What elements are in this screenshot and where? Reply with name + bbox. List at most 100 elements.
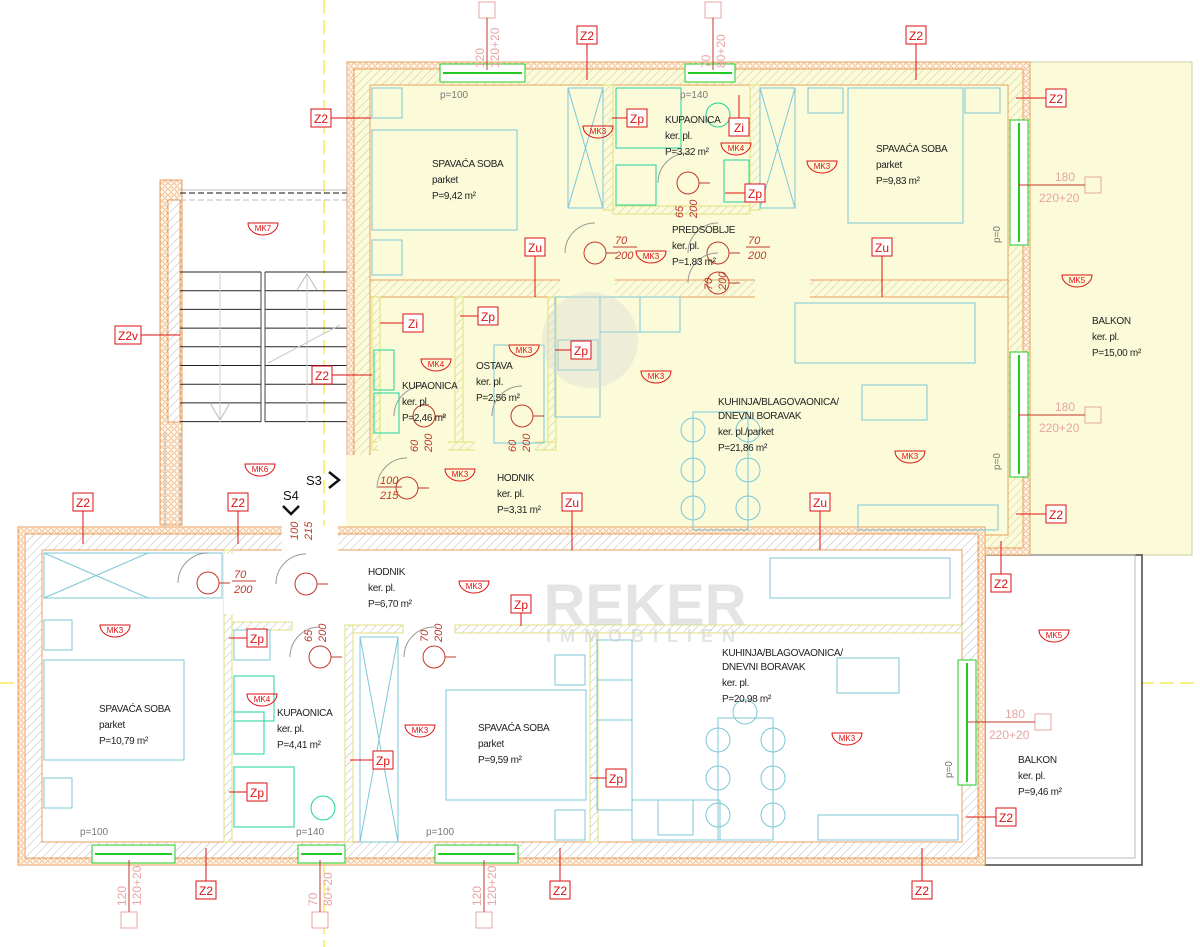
window-width: 180 — [1055, 400, 1075, 414]
tag-box — [990, 573, 1012, 593]
room-label: KUHINJA/BLAGOVAONICA/DNEVNI BORAVAKker. … — [718, 397, 840, 454]
door-swing — [564, 222, 596, 254]
room-name: KUPAONICA — [665, 115, 721, 126]
tag-code: Z2 — [1049, 92, 1063, 106]
construction-tag: Zi — [728, 95, 750, 137]
window-tag-box — [120, 911, 138, 929]
tag-box — [626, 108, 648, 128]
room-name: BALKON — [1092, 316, 1131, 327]
marker-shape — [508, 344, 540, 358]
window-dimension: 180 220+20 — [968, 707, 1052, 742]
material-marker: MK4 — [420, 358, 452, 372]
tag-box — [311, 365, 333, 385]
marker-shape — [420, 358, 452, 372]
door-width: 100 — [289, 521, 301, 540]
window-width: 180 — [1005, 707, 1025, 721]
marker-code: MK3 — [902, 452, 919, 461]
wardrobe — [359, 636, 399, 843]
window-width: 120 — [473, 48, 487, 68]
section-marker-s3[interactable]: S3 — [306, 471, 342, 489]
marker-code: MK3 — [516, 346, 533, 355]
room-area: P=20,98 m² — [722, 694, 772, 705]
window-height: 220+20 — [1039, 421, 1080, 435]
door-width: 70 — [703, 277, 715, 290]
stair-arrow-up-icon — [296, 273, 318, 291]
window-width: 70 — [699, 54, 713, 68]
door-swing — [393, 385, 425, 417]
room-floor: ker. pl./parket — [718, 427, 774, 438]
room-name: SPAVAĆA SOBA — [432, 157, 504, 170]
door-height: 200 — [433, 623, 445, 643]
bathroom-sink — [373, 392, 400, 434]
marker-code: MK3 — [466, 582, 483, 591]
section-marker-s4[interactable]: S4 — [282, 488, 300, 516]
wardrobe-cross — [759, 87, 796, 209]
construction-tag: Z2 — [1016, 504, 1067, 524]
tag-box — [911, 880, 933, 900]
tag-code: Zp — [748, 187, 762, 201]
room-floor: ker. pl. — [277, 724, 304, 735]
room-name: KUPAONICA — [277, 708, 333, 719]
construction-tag: Zu — [809, 492, 831, 550]
material-marker: MK5 — [1061, 274, 1093, 288]
stairwell — [159, 179, 347, 527]
construction-tag: Z2 — [311, 365, 372, 385]
room-floor: ker. pl. — [368, 583, 395, 594]
parapet-height: p=100 — [426, 827, 455, 838]
nightstand — [371, 87, 403, 119]
material-marker: MK3 — [508, 344, 540, 358]
marker-code: MK5 — [1069, 276, 1086, 285]
marker-code: MK5 — [1046, 631, 1063, 640]
chair — [735, 495, 761, 521]
door-swing — [657, 152, 689, 184]
marker-shape — [894, 450, 926, 464]
room-floor: parket — [478, 739, 505, 750]
construction-tag: Zp — [725, 183, 766, 203]
tag-code: Zp — [376, 754, 390, 768]
room-name: KUHINJA/BLAGOVAONICA/ — [722, 648, 843, 659]
room-area: P=3,31 m² — [497, 505, 542, 516]
door-swing — [687, 252, 719, 284]
room-name: HODNIK — [497, 473, 535, 484]
tag-box — [246, 782, 268, 802]
window-width: 120 — [470, 886, 484, 906]
room-name-line2: DNEVNI BORAVAK — [722, 662, 806, 673]
chair — [705, 802, 731, 828]
tag-code: Z2v — [118, 329, 138, 343]
construction-tag: Z2 — [990, 541, 1012, 593]
parapet-height: p=0 — [992, 226, 1003, 243]
window-height: 220+20 — [989, 728, 1030, 742]
tag-code: Z2 — [231, 496, 245, 510]
sink — [723, 159, 750, 203]
coffee-table — [861, 384, 928, 421]
tag-box — [995, 807, 1017, 827]
window-tag-box — [475, 911, 493, 929]
sink — [233, 711, 265, 755]
window-tag-box — [704, 1, 722, 19]
watermark-text: REKER — [543, 573, 746, 638]
door-swing — [177, 552, 209, 584]
nightstand — [43, 777, 73, 809]
tag-code: Z2 — [315, 369, 329, 383]
wardrobe-cross — [359, 636, 399, 843]
room-name: BALKON — [1018, 755, 1057, 766]
bed — [371, 129, 518, 231]
door-height: 200 — [233, 584, 253, 596]
marker-shape — [246, 693, 278, 707]
construction-tag: Zp — [555, 340, 592, 360]
